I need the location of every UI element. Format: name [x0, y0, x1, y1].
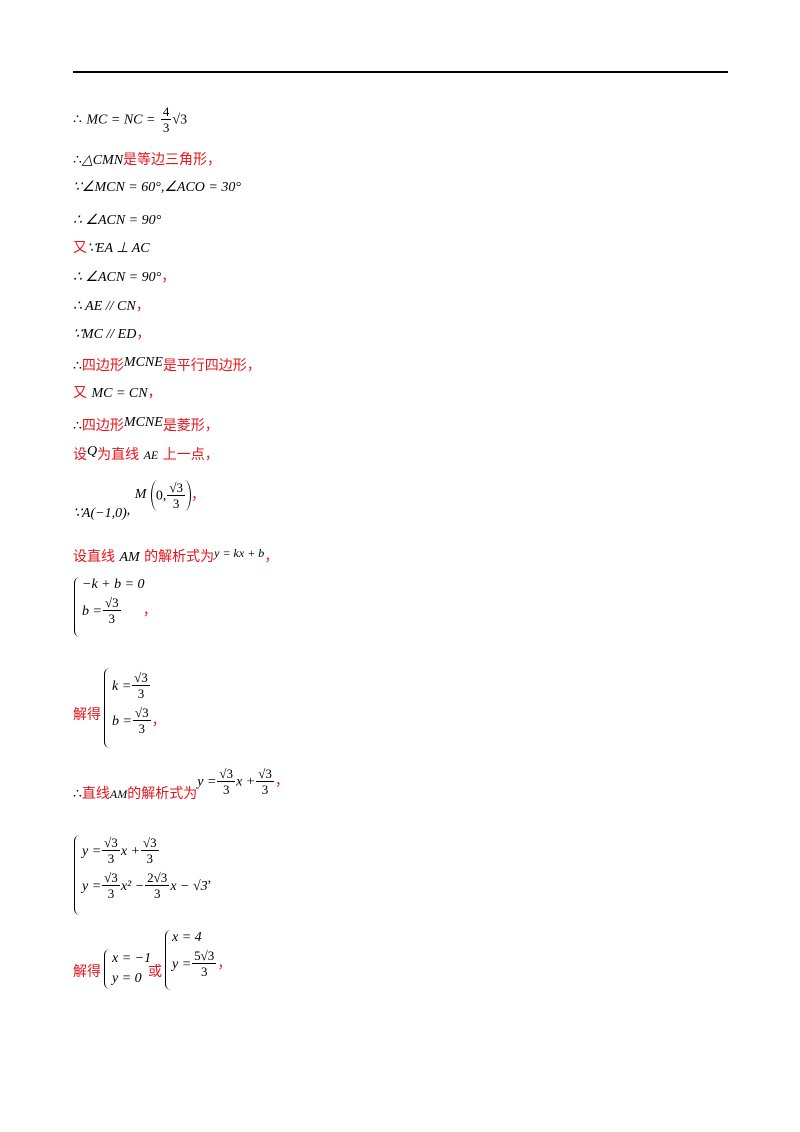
or-word: 或 — [148, 964, 162, 980]
line-16-label: 解得 — [73, 707, 101, 723]
line-3: ∵∠MCN = 60°,∠ACO = 30° — [73, 180, 241, 195]
line-10: 又 MC = CN， — [73, 385, 162, 401]
line-12: 设Q为直线 AE 上一点， — [73, 444, 219, 463]
line-8: ∵MC // ED， — [73, 326, 151, 342]
line-19-label: 解得 — [73, 964, 101, 980]
line-11: ∴四边形MCNE是菱形， — [73, 415, 219, 434]
line-7: ∴ AE // CN， — [73, 298, 150, 314]
line-6: ∴ ∠ACN = 90°， — [73, 269, 176, 285]
system-brace — [165, 930, 172, 990]
system-brace — [74, 577, 81, 637]
header-rule — [73, 71, 728, 73]
system-brace — [104, 949, 111, 989]
line-2: ∴△CMN是等边三角形， — [73, 152, 222, 168]
line-14: 设直线 AM 的解析式为y = kx + b， — [73, 546, 279, 565]
system-brace — [104, 668, 111, 748]
system-brace — [74, 835, 81, 915]
line-9: ∴四边形MCNE是平行四边形， — [73, 355, 261, 374]
line-4: ∴ ∠ACN = 90° — [73, 213, 162, 228]
line-5: 又∵EA ⊥ AC — [73, 240, 150, 256]
system-4: x = −1 y = 0 — [112, 951, 152, 986]
